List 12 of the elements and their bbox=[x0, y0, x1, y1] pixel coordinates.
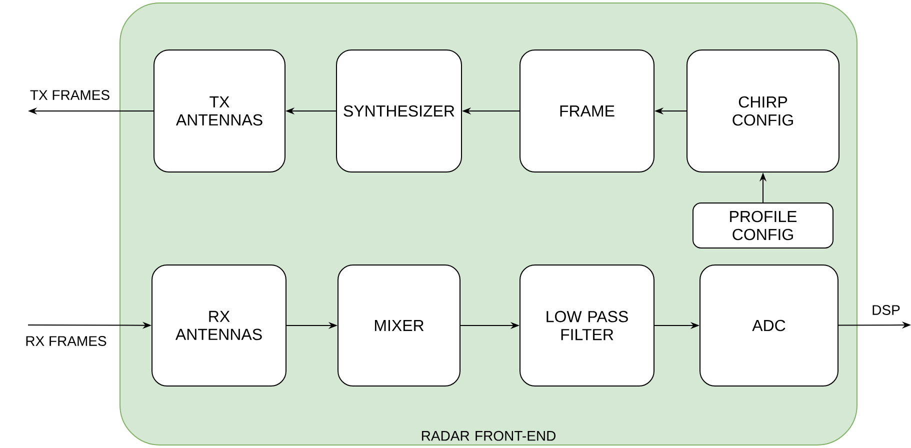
process-box: ADC bbox=[700, 264, 838, 386]
process-box: RX ANTENNAS bbox=[152, 264, 286, 386]
process-box: SYNTHESIZER bbox=[336, 50, 462, 172]
process-box: MIXER bbox=[338, 264, 460, 386]
edge-label: DSP bbox=[870, 304, 902, 316]
process-box: PROFILE CONFIG bbox=[692, 202, 834, 248]
process-box: FRAME bbox=[520, 50, 654, 172]
edge-label: RX FRAMES bbox=[24, 335, 108, 347]
edge-label: TX FRAMES bbox=[28, 89, 112, 101]
process-box: LOW PASS FILTER bbox=[520, 264, 654, 386]
process-box: CHIRP CONFIG bbox=[686, 50, 840, 172]
process-box: TX ANTENNAS bbox=[154, 50, 286, 172]
